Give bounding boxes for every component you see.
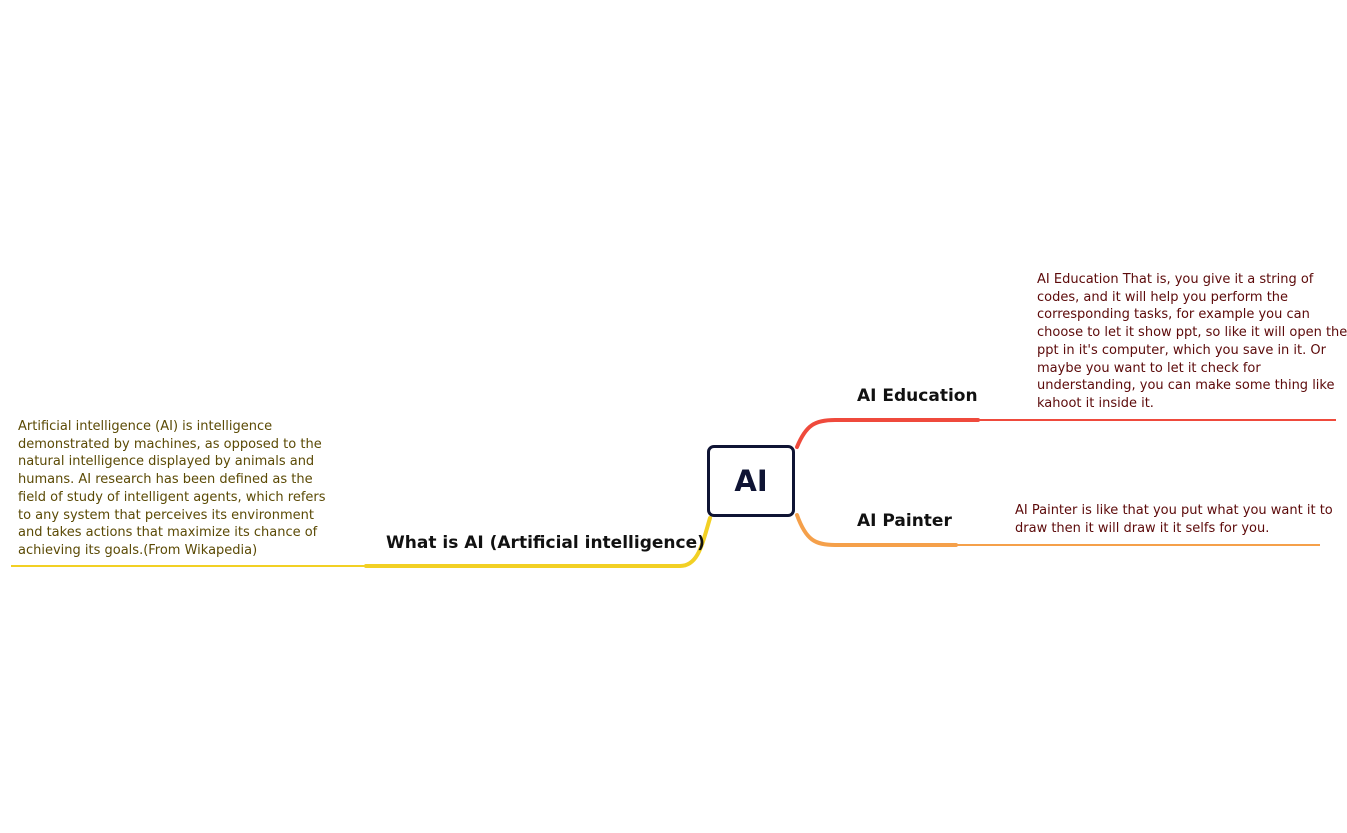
topic-what-is-ai[interactable]: What is AI (Artificial intelligence): [386, 533, 705, 553]
topic-ai-education[interactable]: AI Education: [857, 386, 978, 406]
note-what-is-ai: Artificial intelligence (AI) is intellig…: [18, 419, 326, 558]
root-topic-ai[interactable]: AI: [707, 445, 795, 517]
what-is-ai-connector: [364, 516, 712, 568]
painter-connector: [795, 513, 958, 547]
note-ai-painter: AI Painter is like that you put what you…: [1015, 503, 1333, 536]
note-ai-education: AI Education That is, you give it a stri…: [1037, 272, 1347, 411]
education-connector: [795, 418, 980, 449]
topic-ai-painter[interactable]: AI Painter: [857, 511, 952, 531]
